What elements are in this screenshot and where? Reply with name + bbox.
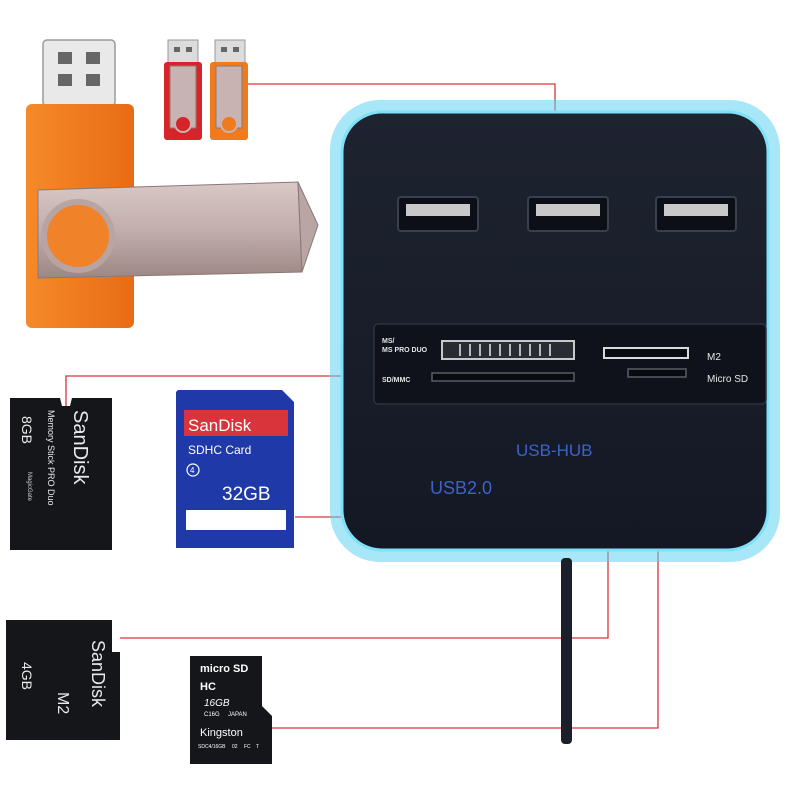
usb-port-left bbox=[397, 196, 479, 232]
usb-cable bbox=[561, 558, 572, 744]
usb-port-middle bbox=[527, 196, 609, 232]
sd-brand: SanDisk bbox=[188, 416, 252, 435]
microsd-country: JAPAN bbox=[228, 712, 247, 718]
microsd-slot bbox=[627, 368, 687, 378]
microsd-capacity: 16GB bbox=[204, 698, 230, 709]
microsd-part: SDC4/16GB bbox=[198, 744, 226, 750]
m2-capacity: 4GB bbox=[19, 662, 35, 690]
label-ms-line1: MS/ bbox=[382, 338, 395, 345]
microsd-mark: T bbox=[256, 744, 259, 750]
sd-class-icon bbox=[186, 463, 200, 477]
sandisk-sdhc-card: SanDisk SDHC Card 4 32GB bbox=[176, 390, 294, 548]
microsd-code: C16G bbox=[204, 712, 220, 718]
sandisk-m2-card: 4GB SanDisk M2 bbox=[6, 620, 120, 740]
microsd-version: 02 bbox=[232, 744, 238, 750]
ms-line2: MagicGate bbox=[26, 472, 32, 502]
kingston-microsd-card: micro SD HC 16GB C16G JAPAN Kingston SDC… bbox=[190, 656, 272, 764]
microsd-hc: HC bbox=[200, 681, 216, 693]
microsd-fc: FC bbox=[244, 744, 251, 750]
label-m2: M2 bbox=[707, 352, 721, 363]
usb-port-right bbox=[655, 196, 737, 232]
microsd-brand: Kingston bbox=[200, 727, 243, 739]
usb-hub: MS/ MS PRO DUO SD/MMC M2 Micro SD USB-HU… bbox=[330, 100, 780, 744]
ms-capacity: 8GB bbox=[19, 416, 35, 444]
usb-flash-drive-orange bbox=[26, 39, 319, 328]
memory-stick-pro-duo: 8GB SanDisk Memory Stick PRO Duo MagicGa… bbox=[10, 398, 112, 550]
sd-capacity: 32GB bbox=[222, 484, 271, 505]
sd-write-label bbox=[186, 510, 286, 530]
label-microsd: Micro SD bbox=[707, 374, 748, 385]
label-ms-line2: MS PRO DUO bbox=[382, 347, 428, 354]
ms-brand: SanDisk bbox=[69, 410, 91, 485]
ms-slot bbox=[441, 340, 575, 360]
card-reader-panel bbox=[373, 323, 767, 405]
sd-slot bbox=[431, 372, 575, 382]
hub-brand-text: USB-HUB bbox=[516, 441, 593, 460]
hub-usb-version: USB2.0 bbox=[430, 478, 492, 498]
usb-flash-drive-red bbox=[164, 39, 202, 140]
m2-format: M2 bbox=[54, 692, 71, 714]
label-sd: SD/MMC bbox=[382, 377, 410, 384]
sd-class: 4 bbox=[190, 466, 195, 475]
sd-type: SDHC Card bbox=[188, 443, 251, 457]
microsd-logo: micro SD bbox=[200, 663, 248, 675]
m2-slot bbox=[603, 347, 689, 359]
usb-flash-drive-orange-small bbox=[210, 39, 248, 140]
m2-brand: SanDisk bbox=[88, 640, 108, 708]
ms-line1: Memory Stick PRO Duo bbox=[46, 410, 56, 506]
